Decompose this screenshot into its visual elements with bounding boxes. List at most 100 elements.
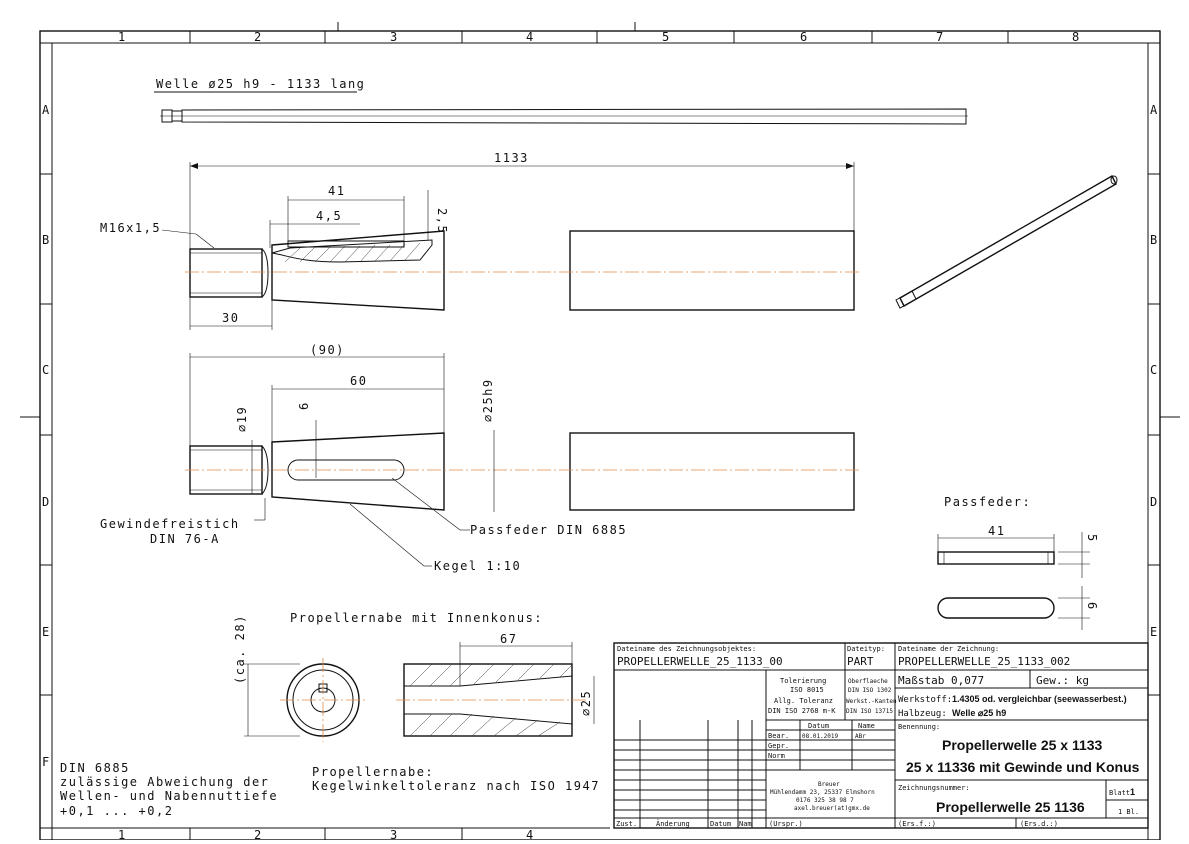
tb-benennung-1: Propellerwelle 25 x 1133: [942, 737, 1103, 753]
dim-keyway-length: 41: [328, 184, 345, 198]
key-height: 5: [1085, 534, 1099, 543]
note-hub-line2: Kegelwinkeltoleranz nach ISO 1947: [312, 779, 600, 793]
undercut-standard: DIN 76-A: [150, 532, 220, 546]
tb-dwg-label: Dateiname der Zeichnung:: [898, 645, 999, 653]
tb-semi-value: Welle ⌀25 h9: [952, 708, 1006, 718]
tb-bear-name: ABr: [855, 733, 866, 740]
shaft-side-view: 1133 41 4,5 2,5 M16x1,5 30: [100, 151, 860, 330]
tb-nam: Nam: [739, 820, 752, 828]
tb-bear: Bear.: [768, 732, 789, 740]
tb-surf-2: DIN ISO 1302: [848, 687, 892, 694]
key-width: 6: [1085, 602, 1099, 611]
tb-weight: Gew.: kg: [1036, 674, 1089, 687]
row-label: B: [42, 233, 51, 247]
title-block: Dateiname des Zeichnungsobjektes: PROPEL…: [613, 642, 1149, 829]
row-labels: A B C D E F A B C D E: [42, 103, 1159, 769]
dim-2-5: 2,5: [435, 208, 449, 234]
tb-bl-value: 1 Bl.: [1118, 808, 1139, 816]
tb-blatt-value: 1: [1130, 787, 1135, 797]
tb-obj-value: PROPELLERWELLE_25_1133_00: [617, 655, 783, 668]
tb-addr-2: Mühlendamm 23, 25337 Elmshorn: [770, 789, 875, 796]
tb-material-value: 1.4305 od. vergleichbar (seewasserbest.): [952, 694, 1127, 704]
dim-60: 60: [350, 374, 367, 388]
col-label: 1: [118, 828, 127, 840]
dim-4-5: 4,5: [316, 209, 342, 223]
row-label: E: [1150, 625, 1159, 639]
tb-surf-3: Werkst.-Kanten: [846, 698, 897, 705]
cone-label: Kegel 1:10: [434, 559, 521, 573]
key-standard-label: Passfeder DIN 6885: [470, 523, 627, 537]
tb-zust: Zust.: [616, 820, 637, 828]
column-labels: 1 2 3 4 5 6 7 8 1 2 3 4: [118, 30, 1081, 842]
shaft-title: Welle ø25 h9 - 1133 lang: [156, 77, 365, 91]
tb-material-label: Werkstoff:: [898, 695, 952, 705]
hub-diameter: (ca. 28): [233, 614, 247, 684]
tb-norm: Norm: [768, 752, 785, 760]
note-hub: Propellernabe:: [312, 765, 434, 779]
notes: DIN 6885 zulässige Abweichung der Wellen…: [60, 761, 600, 818]
col-label: 3: [390, 30, 399, 44]
tb-semi-label: Halbzeug:: [898, 709, 947, 719]
tb-surf-1: Oberflaeche: [848, 678, 888, 685]
col-label: 8: [1072, 30, 1081, 44]
dim-length-total: 1133: [494, 151, 529, 165]
tb-gepr: Gepr.: [768, 742, 789, 750]
dim-dia-25h9: ⌀25h9: [481, 378, 495, 422]
dim-6: 6: [297, 401, 311, 410]
tb-obj-label: Dateiname des Zeichnungsobjektes:: [617, 645, 756, 653]
tb-urspr: (Urspr.): [769, 820, 803, 828]
dim-thread-length: 30: [222, 311, 239, 325]
dim-dia-19: ⌀19: [235, 406, 249, 432]
row-label: F: [42, 755, 51, 769]
hub-title: Propellernabe mit Innenkonus:: [290, 611, 543, 625]
col-label: 5: [662, 30, 671, 44]
tb-scale: Maßstab 0,077: [898, 674, 984, 687]
row-label: C: [42, 363, 51, 377]
tb-tol-3: Allg. Toleranz: [774, 697, 833, 705]
col-label: 2: [254, 828, 263, 840]
row-label: E: [42, 625, 51, 639]
col-label: 3: [390, 828, 399, 840]
key-detail: Passfeder: 41 5 6: [937, 495, 1099, 630]
hub-detail: Propellernabe mit Innenkonus: (ca. 28): [233, 611, 595, 742]
row-label: D: [1150, 495, 1159, 509]
dim-90: (90): [310, 343, 345, 357]
row-label: A: [1150, 103, 1159, 117]
tb-type-value: PART: [847, 655, 874, 668]
note-din-line3: Wellen- und Nabennuttiefe: [60, 789, 278, 803]
key-title: Passfeder:: [944, 495, 1031, 509]
col-label: 4: [526, 828, 535, 840]
col-label: 4: [526, 30, 535, 44]
tb-aenderung: Änderung: [656, 819, 690, 828]
shaft-overview: Welle ø25 h9 - 1133 lang: [154, 77, 968, 125]
shaft-isometric-view: [895, 175, 1118, 309]
note-din: DIN 6885: [60, 761, 130, 775]
col-label: 7: [936, 30, 945, 44]
tb-datum: Datum: [710, 820, 731, 828]
tb-addr-1: Breuer: [818, 781, 840, 788]
row-label: B: [1150, 233, 1159, 247]
row-label: C: [1150, 363, 1159, 377]
tb-benennung-label: Benennung:: [898, 723, 940, 731]
tb-ersf: (Ers.f.:): [898, 820, 936, 828]
shaft-top-view: (90) 60 6 ⌀19 ⌀25h9 Gewindefreistich DIN…: [100, 343, 860, 573]
row-label: D: [42, 495, 51, 509]
tb-type-label: Dateityp:: [847, 645, 885, 653]
tb-tol-4: DIN ISO 2768 m-K: [768, 707, 836, 715]
tb-blatt-label: Blatt: [1109, 789, 1130, 797]
tb-benennung-2: 25 x 11336 mit Gewinde und Konus: [906, 759, 1140, 775]
tb-znr-value: Propellerwelle 25 1136: [936, 799, 1085, 815]
row-label: A: [42, 103, 51, 117]
tb-name-header: Name: [858, 722, 875, 730]
hub-bore-diameter: ⌀25: [579, 690, 593, 716]
tb-addr-3: 0176 325 38 98 7: [796, 797, 854, 804]
note-din-line4: +0,1 ... +0,2: [60, 804, 173, 818]
tb-dwg-value: PROPELLERWELLE_25_1133_002: [898, 655, 1070, 668]
tb-znr-label: Zeichnungsnummer:: [898, 784, 970, 792]
tb-tol-1: Tolerierung: [780, 677, 826, 685]
col-label: 6: [800, 30, 809, 44]
tb-bear-date: 08.01.2019: [802, 733, 839, 740]
thread-label: M16x1,5: [100, 221, 161, 235]
tb-tol-2: ISO 8015: [790, 686, 824, 694]
